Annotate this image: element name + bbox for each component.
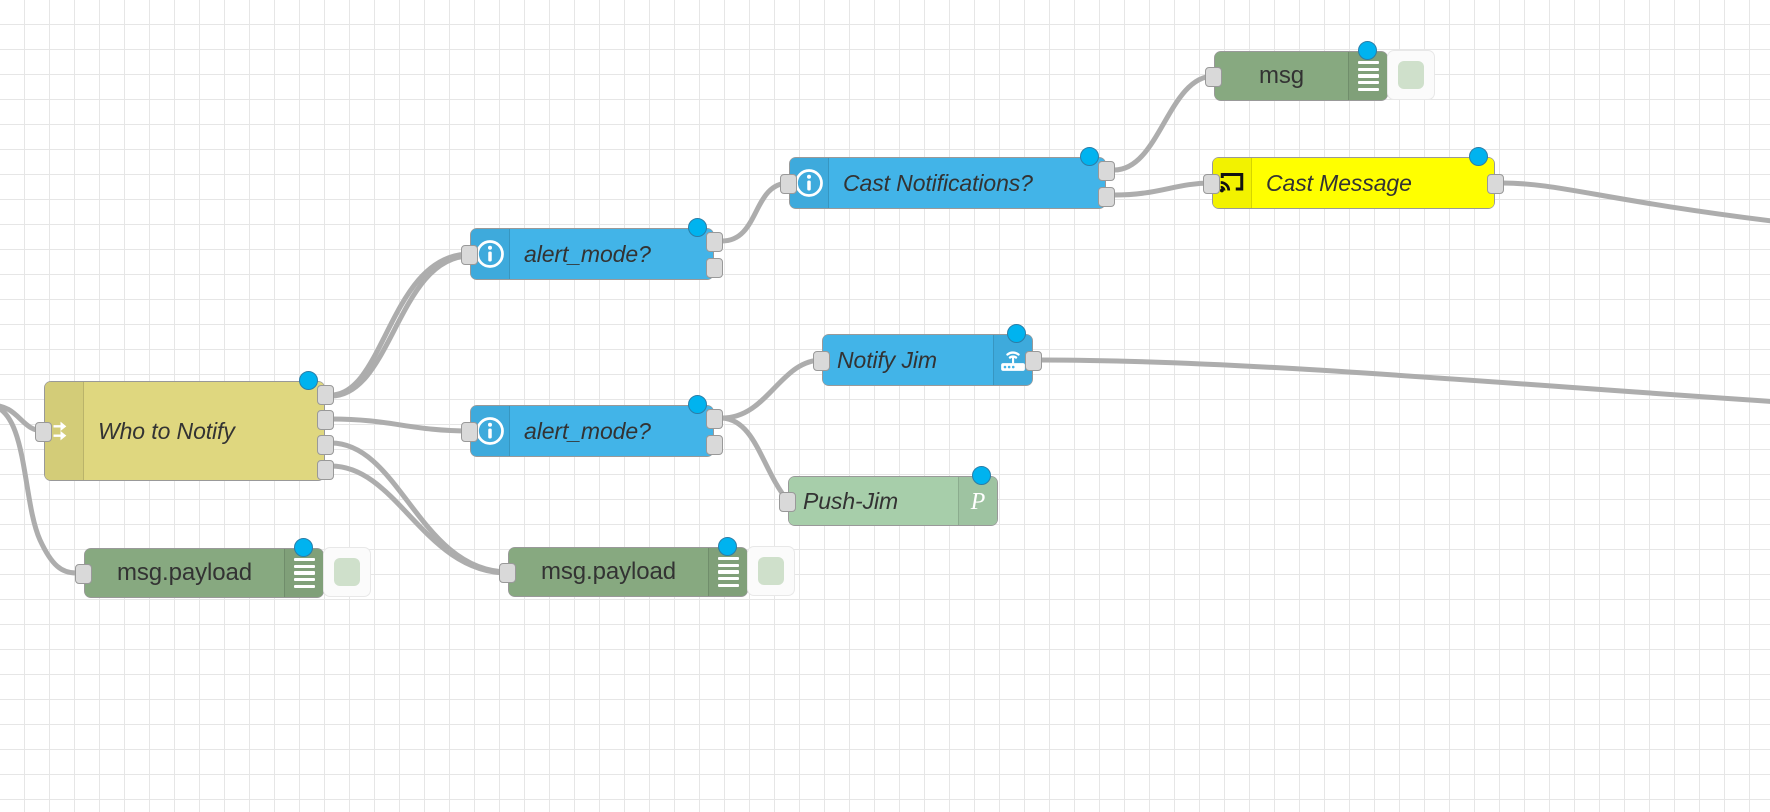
node-body: msg [1215,52,1387,100]
alert-mode-top-node[interactable]: alert_mode? [461,218,723,280]
wire-cast-notifications-out1-to-msg[interactable] [1111,73,1217,173]
node-body: alert_mode? [471,229,713,279]
output-port[interactable] [1487,174,1504,194]
msg-debug-node[interactable]: msg [1205,41,1435,101]
hamburger-icon [293,558,315,588]
debug-toggle-button[interactable] [747,546,795,597]
output-port[interactable] [317,409,334,430]
wire-alert-bottom-out1-to-notify-jim[interactable] [719,357,825,421]
node-label: alert_mode? [524,240,651,267]
wire-alert-bottom-out2-to-push-jim[interactable] [719,415,791,504]
node-label: Notify Jim [837,346,937,373]
input-port[interactable] [461,245,478,265]
status-indicator [1080,147,1099,166]
router-wifi-icon [1001,351,1025,371]
output-port[interactable] [706,409,723,429]
node-label: Cast Message [1266,169,1412,196]
status-indicator [1358,41,1377,60]
output-port[interactable] [317,434,334,455]
output-port[interactable] [706,232,723,252]
node-icon-box [1348,52,1387,100]
wire-who-out1-to-alert-mode-top[interactable] [328,251,473,398]
node-icon-box [708,548,747,596]
output-port[interactable] [706,258,723,278]
node-body: msg.payload [85,549,323,597]
input-port[interactable] [35,422,52,442]
node-label: Push-Jim [803,487,899,514]
input-port[interactable] [780,174,797,194]
notify-jim-node[interactable]: Notify Jim [813,324,1042,386]
alert-mode-bottom-node[interactable]: alert_mode? [461,395,723,457]
wire-alert-top-out1-to-cast-notifications[interactable] [719,180,792,244]
status-indicator [972,466,991,485]
status-indicator [294,538,313,557]
output-port[interactable] [1098,187,1115,207]
switch-icon [53,421,67,441]
status-indicator [688,395,707,414]
cast-notifications-node[interactable]: Cast Notifications? [780,147,1115,209]
output-port[interactable] [317,384,334,405]
node-body: Push-Jim P [789,477,997,525]
node-body: Notify Jim [823,335,1032,385]
node-icon-box: P [958,477,997,525]
status-indicator [299,371,318,390]
input-port[interactable] [1205,67,1222,87]
pushover-p-icon: P [970,489,986,515]
wire-who-out2-to-alert-mode-bottom[interactable] [328,416,473,434]
node-body: Cast Message [1213,158,1494,208]
output-port[interactable] [1098,161,1115,181]
node-label: Who to Notify [98,417,235,444]
who-to-notify-node[interactable]: Who to Notify [35,371,334,481]
debug-toggle-button[interactable] [1387,50,1435,101]
node-label: msg.payload [541,558,676,585]
svg-text:P: P [970,489,986,515]
cast-icon [1220,173,1244,193]
node-label: Cast Notifications? [843,169,1033,196]
node-body: Who to Notify [45,382,324,480]
hamburger-icon [717,557,739,587]
node-icon-box [284,549,323,597]
node-label: msg [1258,62,1305,89]
input-port[interactable] [779,492,796,512]
wire-cast-notifications-out2-to-cast-message[interactable] [1111,180,1215,198]
node-body: alert_mode? [471,406,713,456]
output-port[interactable] [1025,351,1042,371]
output-port[interactable] [317,459,334,480]
node-body: msg.payload [509,548,747,596]
hamburger-icon [1357,61,1379,91]
input-port[interactable] [461,422,478,442]
cast-message-node[interactable]: Cast Message [1203,147,1504,209]
msg-payload-middle-debug-node[interactable]: msg.payload [499,537,795,597]
debug-toggle-pill [1398,61,1424,90]
push-jim-node[interactable]: Push-Jim P [779,466,998,526]
debug-toggle-button[interactable] [323,547,371,598]
input-port[interactable] [75,564,92,584]
output-port[interactable] [706,435,723,455]
info-circle-icon [476,417,504,445]
node-label: alert_mode? [524,417,651,444]
debug-toggle-pill [334,558,360,587]
wire-cast-message-out-to-right[interactable] [1499,180,1770,224]
status-indicator [688,218,707,237]
node-icon-box [471,406,510,456]
msg-payload-left-debug-node[interactable]: msg.payload [75,538,371,598]
node-label: msg.payload [117,559,252,586]
debug-toggle-pill [758,557,784,586]
input-port[interactable] [813,351,830,371]
status-indicator [1469,147,1488,166]
info-circle-icon [476,240,504,268]
input-port[interactable] [499,563,516,583]
status-indicator [718,537,737,556]
status-indicator [1007,324,1026,343]
info-circle-icon [795,169,823,197]
wire-who-out1b-to-alert-top-b[interactable] [328,253,473,399]
input-port[interactable] [1203,174,1220,194]
wire-notify-jim-out-to-right[interactable] [1037,357,1770,404]
node-body: Cast Notifications? [790,158,1105,208]
node-icon-box [1213,158,1252,208]
